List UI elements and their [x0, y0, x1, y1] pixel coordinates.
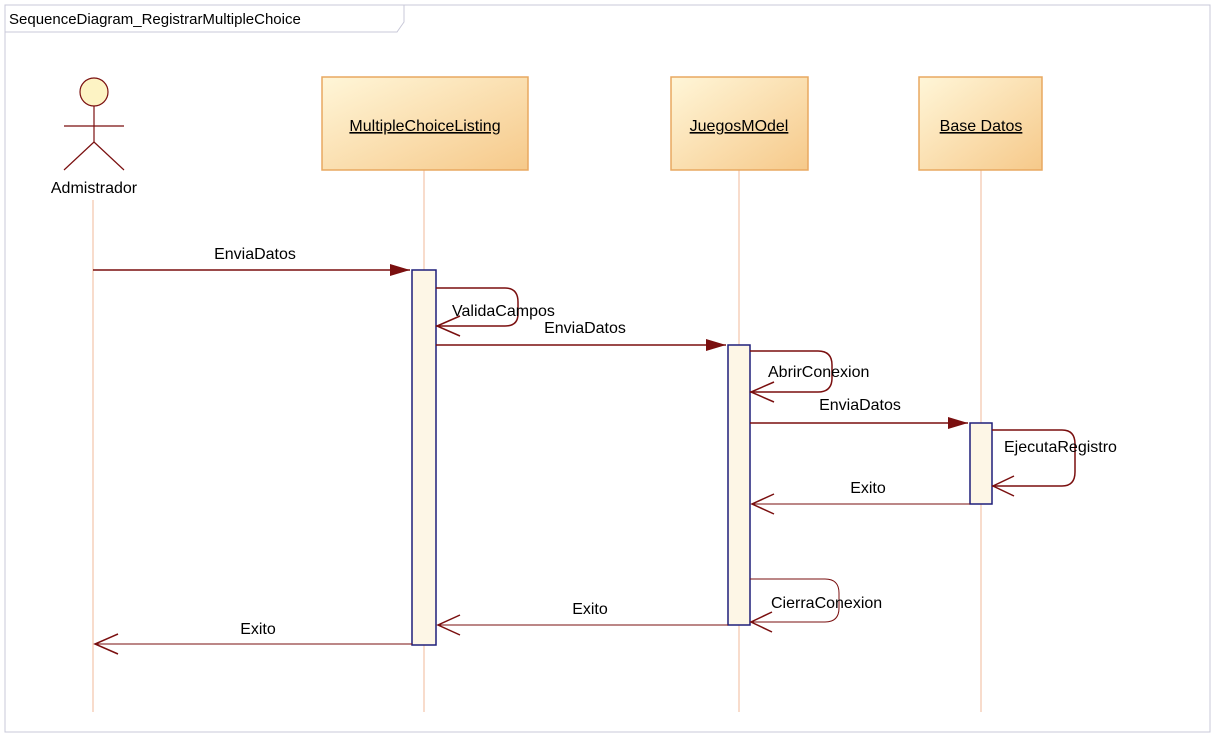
- object-box: [321, 76, 529, 171]
- frame-title: SequenceDiagram_RegistrarMultipleChoice: [9, 11, 301, 28]
- message-label: Exito: [240, 621, 276, 638]
- message-label: Exito: [572, 601, 608, 618]
- message-cierraconexion: CierraConexion: [749, 578, 882, 633]
- actor-admistrador: Admistrador: [51, 77, 138, 197]
- actor-label: Admistrador: [51, 180, 138, 197]
- message-abrirconexion: AbrirConexion: [749, 350, 869, 403]
- message-validacampos: ValidaCampos: [435, 287, 555, 337]
- self-call-loop: [992, 429, 1076, 487]
- message-label: CierraConexion: [771, 595, 882, 612]
- actor-left-leg: [63, 141, 95, 171]
- message-exito-2: Exito: [436, 601, 728, 636]
- message-label: ValidaCampos: [452, 303, 555, 320]
- message-ejecutaregistro: EjecutaRegistro: [991, 429, 1117, 497]
- object-box: [918, 76, 1043, 171]
- object-label: JuegosMOdel: [690, 118, 789, 135]
- activation-base-datos: [969, 422, 993, 505]
- message-enviadatos-1: EnviaDatos: [93, 246, 410, 276]
- message-label: EnviaDatos: [214, 246, 296, 263]
- message-label: Exito: [850, 480, 886, 497]
- message-label: EnviaDatos: [544, 320, 626, 337]
- open-arrowhead: [749, 611, 773, 633]
- self-call-loop: [750, 350, 833, 393]
- object-label: MultipleChoiceListing: [349, 118, 500, 135]
- message-label: AbrirConexion: [768, 364, 869, 381]
- open-arrowhead: [436, 614, 461, 636]
- message-exito-1: Exito: [750, 480, 970, 515]
- object-base-datos: Base Datos: [918, 76, 1043, 171]
- message-label: EnviaDatos: [819, 397, 901, 414]
- open-arrowhead: [749, 381, 775, 403]
- object-multiplechoicelisting: MultipleChoiceListing: [321, 76, 529, 171]
- message-enviadatos-2: EnviaDatos: [436, 320, 726, 351]
- message-enviadatos-3: EnviaDatos: [750, 397, 968, 429]
- activation-multiplechoicelisting: [411, 269, 437, 646]
- actor-right-leg: [93, 141, 125, 171]
- open-arrowhead: [991, 475, 1015, 497]
- message-label: EjecutaRegistro: [1004, 439, 1117, 456]
- activation-juegosmodel: [727, 344, 751, 626]
- frame-title-tab: [4, 4, 405, 33]
- open-arrowhead: [435, 315, 461, 337]
- open-arrowhead: [750, 493, 775, 515]
- self-call-loop: [750, 578, 840, 623]
- message-exito-3: Exito: [93, 621, 412, 655]
- object-juegosmodel: JuegosMOdel: [670, 76, 809, 171]
- actor-head: [79, 77, 109, 107]
- object-box: [670, 76, 809, 171]
- object-label: Base Datos: [940, 118, 1023, 135]
- open-arrowhead: [93, 633, 119, 655]
- self-call-loop: [436, 287, 519, 327]
